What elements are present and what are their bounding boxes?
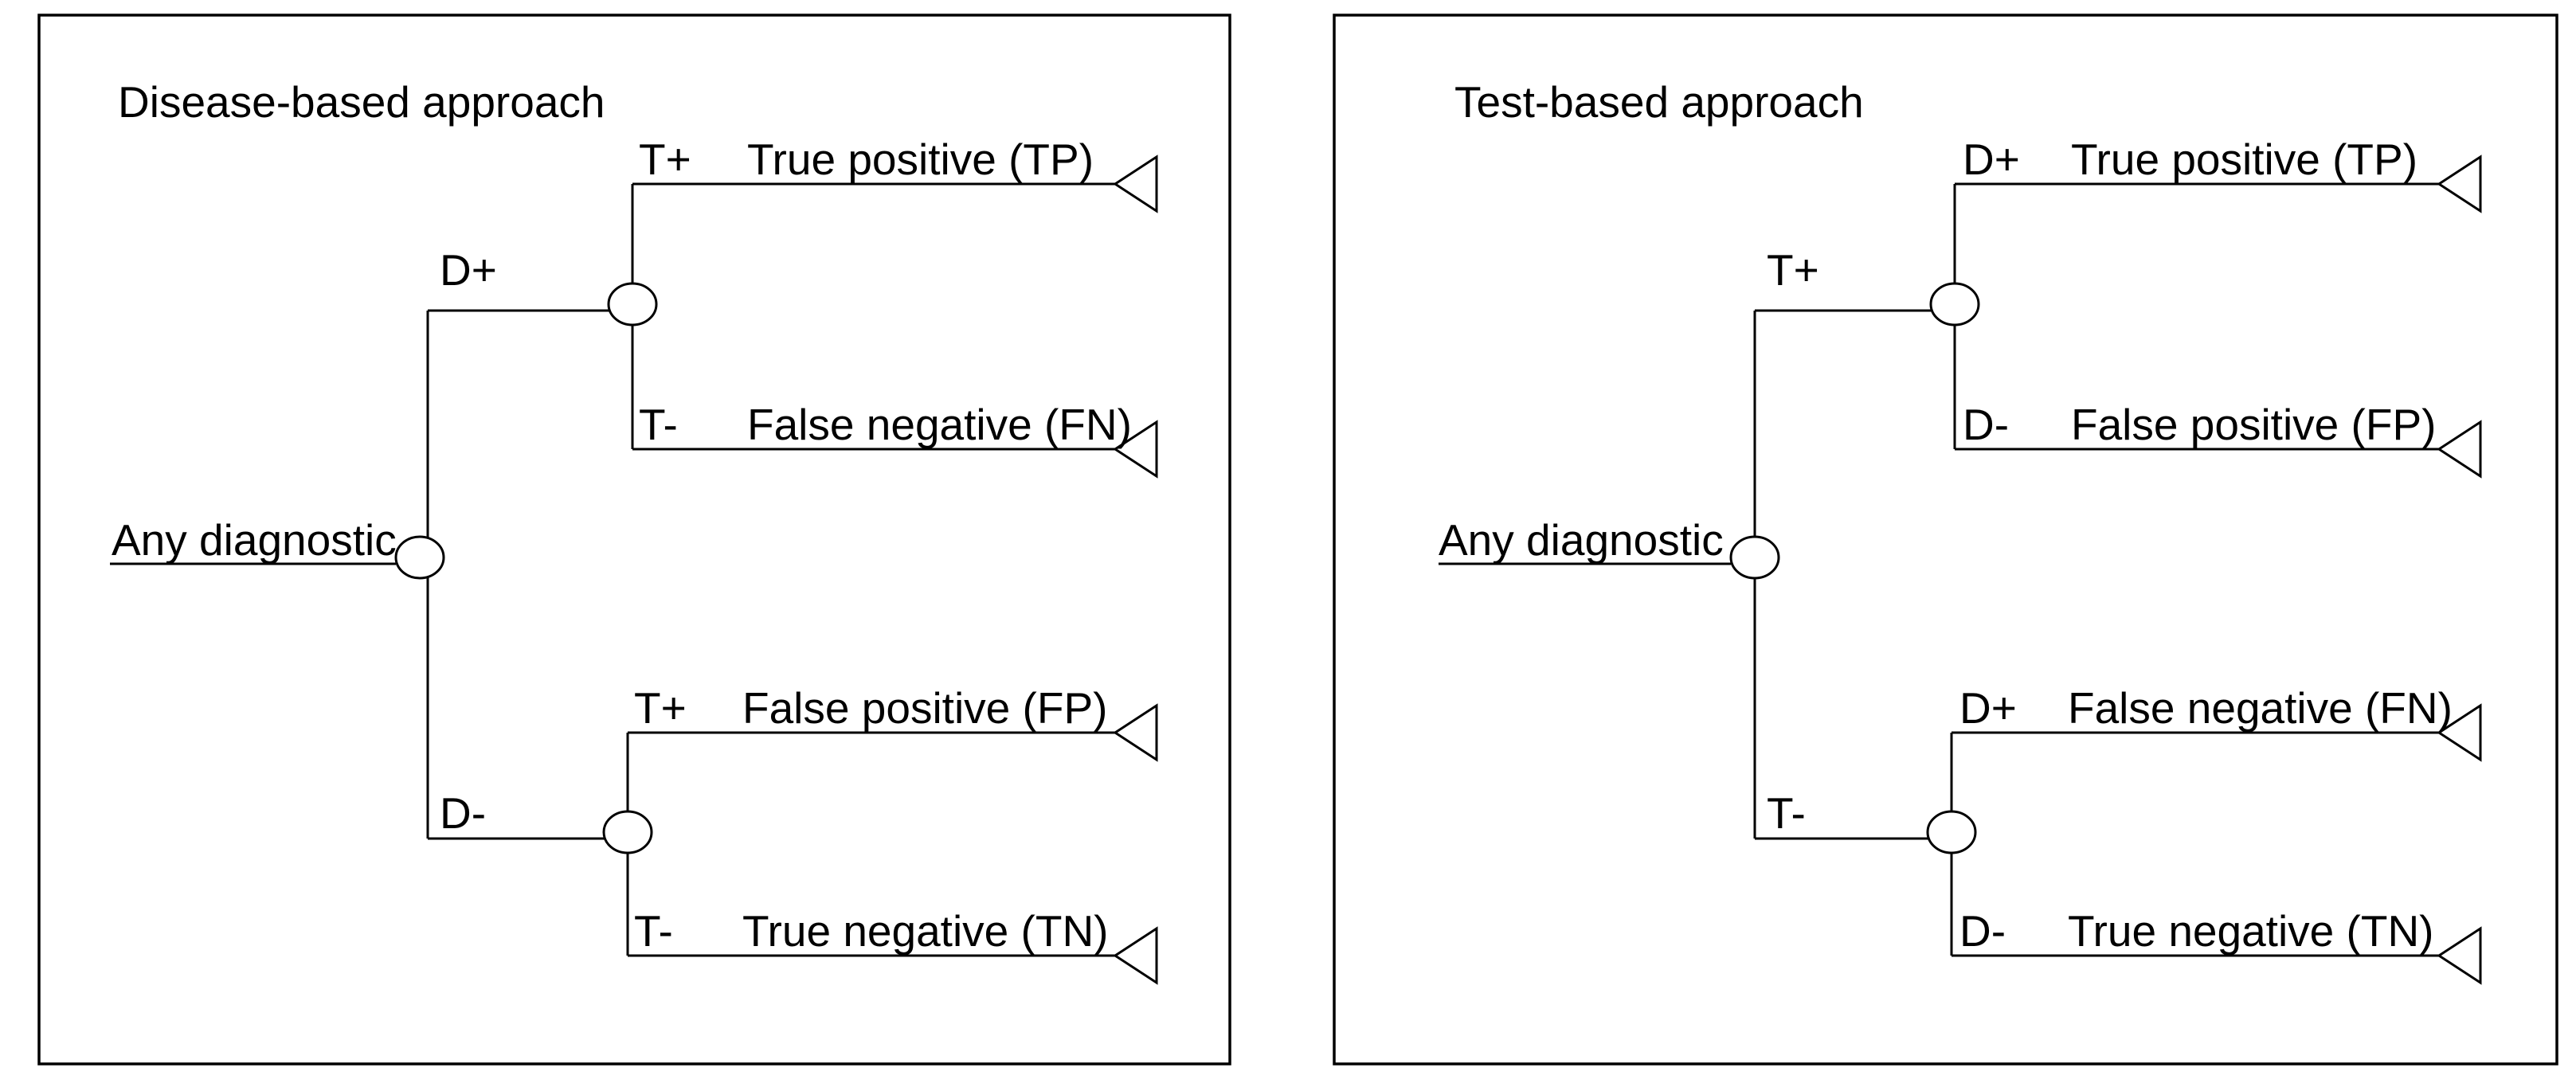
terminal-node-icon	[1113, 703, 1158, 762]
terminal-node-icon	[1113, 926, 1158, 985]
panel-disease-based: Disease-based approach Any diagnostic	[37, 14, 1231, 1065]
panel-title: Test-based approach	[1454, 77, 1864, 127]
panel-frame	[1333, 14, 2558, 1065]
root-node-label: Any diagnostic	[1439, 515, 1724, 565]
branch-label: D-	[1959, 906, 2006, 956]
terminal-node-icon	[2437, 703, 2482, 762]
outcome-label: False negative (FN)	[2068, 683, 2453, 733]
branch-label: T-	[1767, 788, 1806, 838]
chance-node-icon	[1729, 535, 1780, 580]
branch-label: D+	[440, 245, 497, 295]
panel-test-based: Test-based approach Any diagnostic T	[1333, 14, 2558, 1065]
branch-label: T+	[634, 683, 687, 733]
outcome-label: False positive (FP)	[2071, 400, 2436, 449]
terminal-node-icon	[2437, 420, 2482, 479]
branch-label: T+	[1767, 245, 1819, 295]
branch-label: D-	[440, 788, 486, 838]
terminal-node-icon	[1113, 420, 1158, 479]
branch-label: T-	[634, 906, 673, 956]
branch-label: D+	[1963, 135, 2020, 184]
branch-label: T+	[639, 135, 691, 184]
chance-node-icon	[602, 810, 653, 854]
chance-node-icon	[1926, 810, 1977, 854]
chance-node-icon	[607, 282, 658, 326]
chance-node-icon	[1929, 282, 1980, 326]
outcome-label: False positive (FP)	[742, 683, 1107, 733]
branch-label: D-	[1963, 400, 2009, 449]
root-node-label: Any diagnostic	[112, 515, 397, 565]
terminal-node-icon	[2437, 154, 2482, 213]
panel-frame	[37, 14, 1231, 1065]
terminal-node-icon	[2437, 926, 2482, 985]
branch-label: T-	[639, 400, 678, 449]
outcome-label: True positive (TP)	[2071, 135, 2417, 184]
terminal-node-icon	[1113, 154, 1158, 213]
branch-label: D+	[1959, 683, 2017, 733]
outcome-label: True positive (TP)	[747, 135, 1094, 184]
panel-title: Disease-based approach	[118, 77, 605, 127]
outcome-label: False negative (FN)	[747, 400, 1132, 449]
outcome-label: True negative (TN)	[2068, 906, 2434, 956]
chance-node-icon	[394, 535, 445, 580]
outcome-label: True negative (TN)	[742, 906, 1109, 956]
